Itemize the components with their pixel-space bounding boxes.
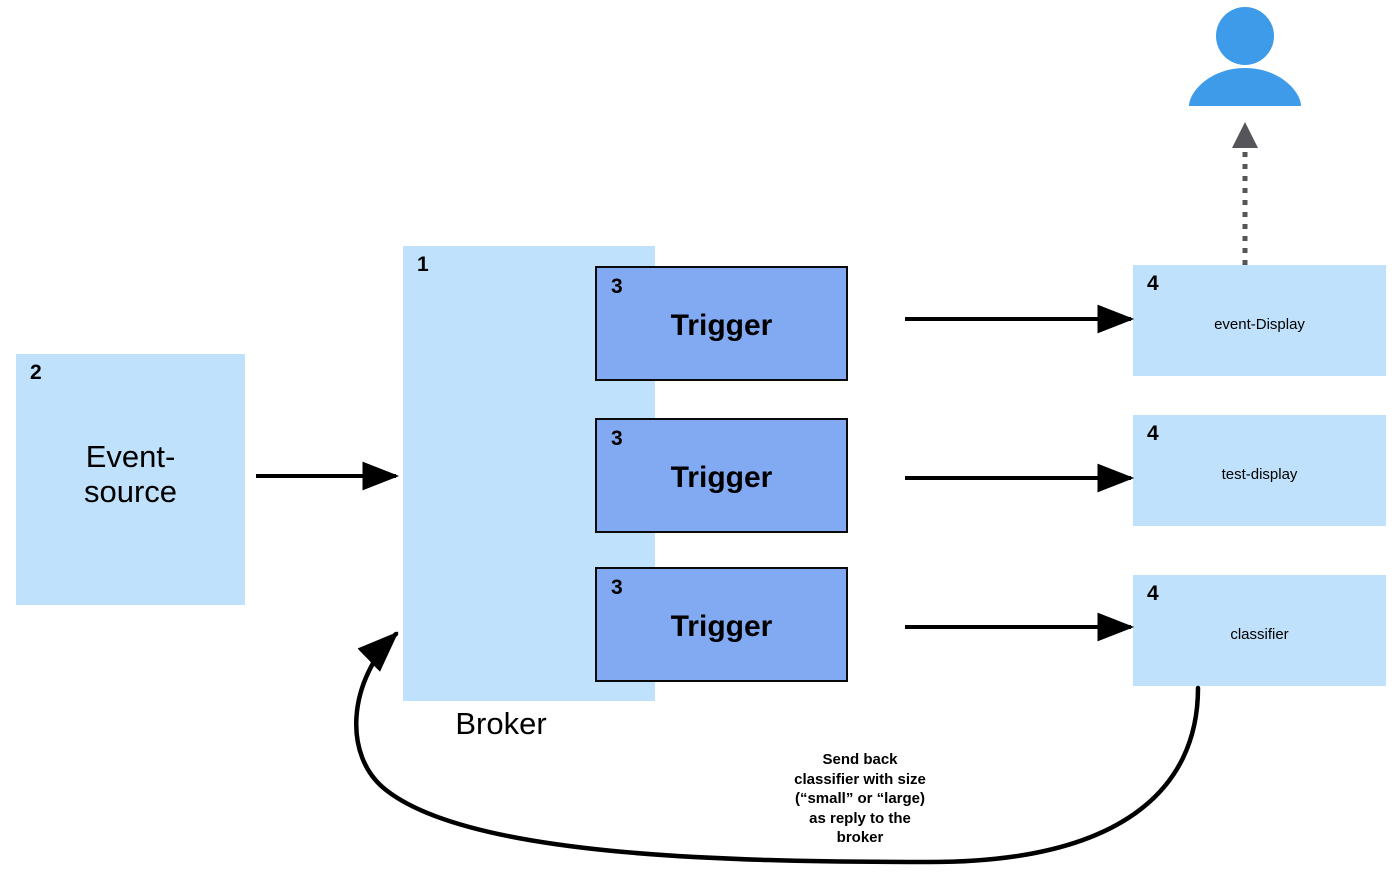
node-sink-classifier-label: classifier xyxy=(1230,626,1289,643)
badge-trigger-3: 3 xyxy=(611,576,623,599)
badge-broker: 1 xyxy=(417,253,429,276)
node-trigger-2-label: Trigger xyxy=(670,461,773,494)
feedback-caption: Send back classifier with size (“small” … xyxy=(794,751,926,846)
node-trigger-2[interactable]: 3 Trigger xyxy=(595,418,848,533)
node-event-source-label: Event- source xyxy=(83,439,178,509)
badge-trigger-2: 3 xyxy=(611,427,623,450)
node-trigger-1-label: Trigger xyxy=(670,309,773,342)
badge-sink-classifier: 4 xyxy=(1147,582,1159,605)
node-sink-test-display-label: test-display xyxy=(1221,466,1298,483)
node-sink-event-display[interactable]: 4 event-Display xyxy=(1133,265,1386,376)
node-broker-label: Broker xyxy=(455,706,547,741)
badge-event-source: 2 xyxy=(30,361,42,384)
node-trigger-3[interactable]: 3 Trigger xyxy=(595,567,848,682)
node-sink-classifier[interactable]: 4 classifier xyxy=(1133,575,1386,686)
node-event-source[interactable]: 2 Event- source xyxy=(16,354,245,605)
badge-sink-test-display: 4 xyxy=(1147,422,1159,445)
badge-trigger-1: 3 xyxy=(611,275,623,298)
node-sink-test-display[interactable]: 4 test-display xyxy=(1133,415,1386,526)
node-trigger-1[interactable]: 3 Trigger xyxy=(595,266,848,381)
person-icon xyxy=(1189,7,1301,106)
node-trigger-3-label: Trigger xyxy=(670,610,773,643)
node-sink-event-display-label: event-Display xyxy=(1214,316,1305,333)
badge-sink-event-display: 4 xyxy=(1147,272,1159,295)
